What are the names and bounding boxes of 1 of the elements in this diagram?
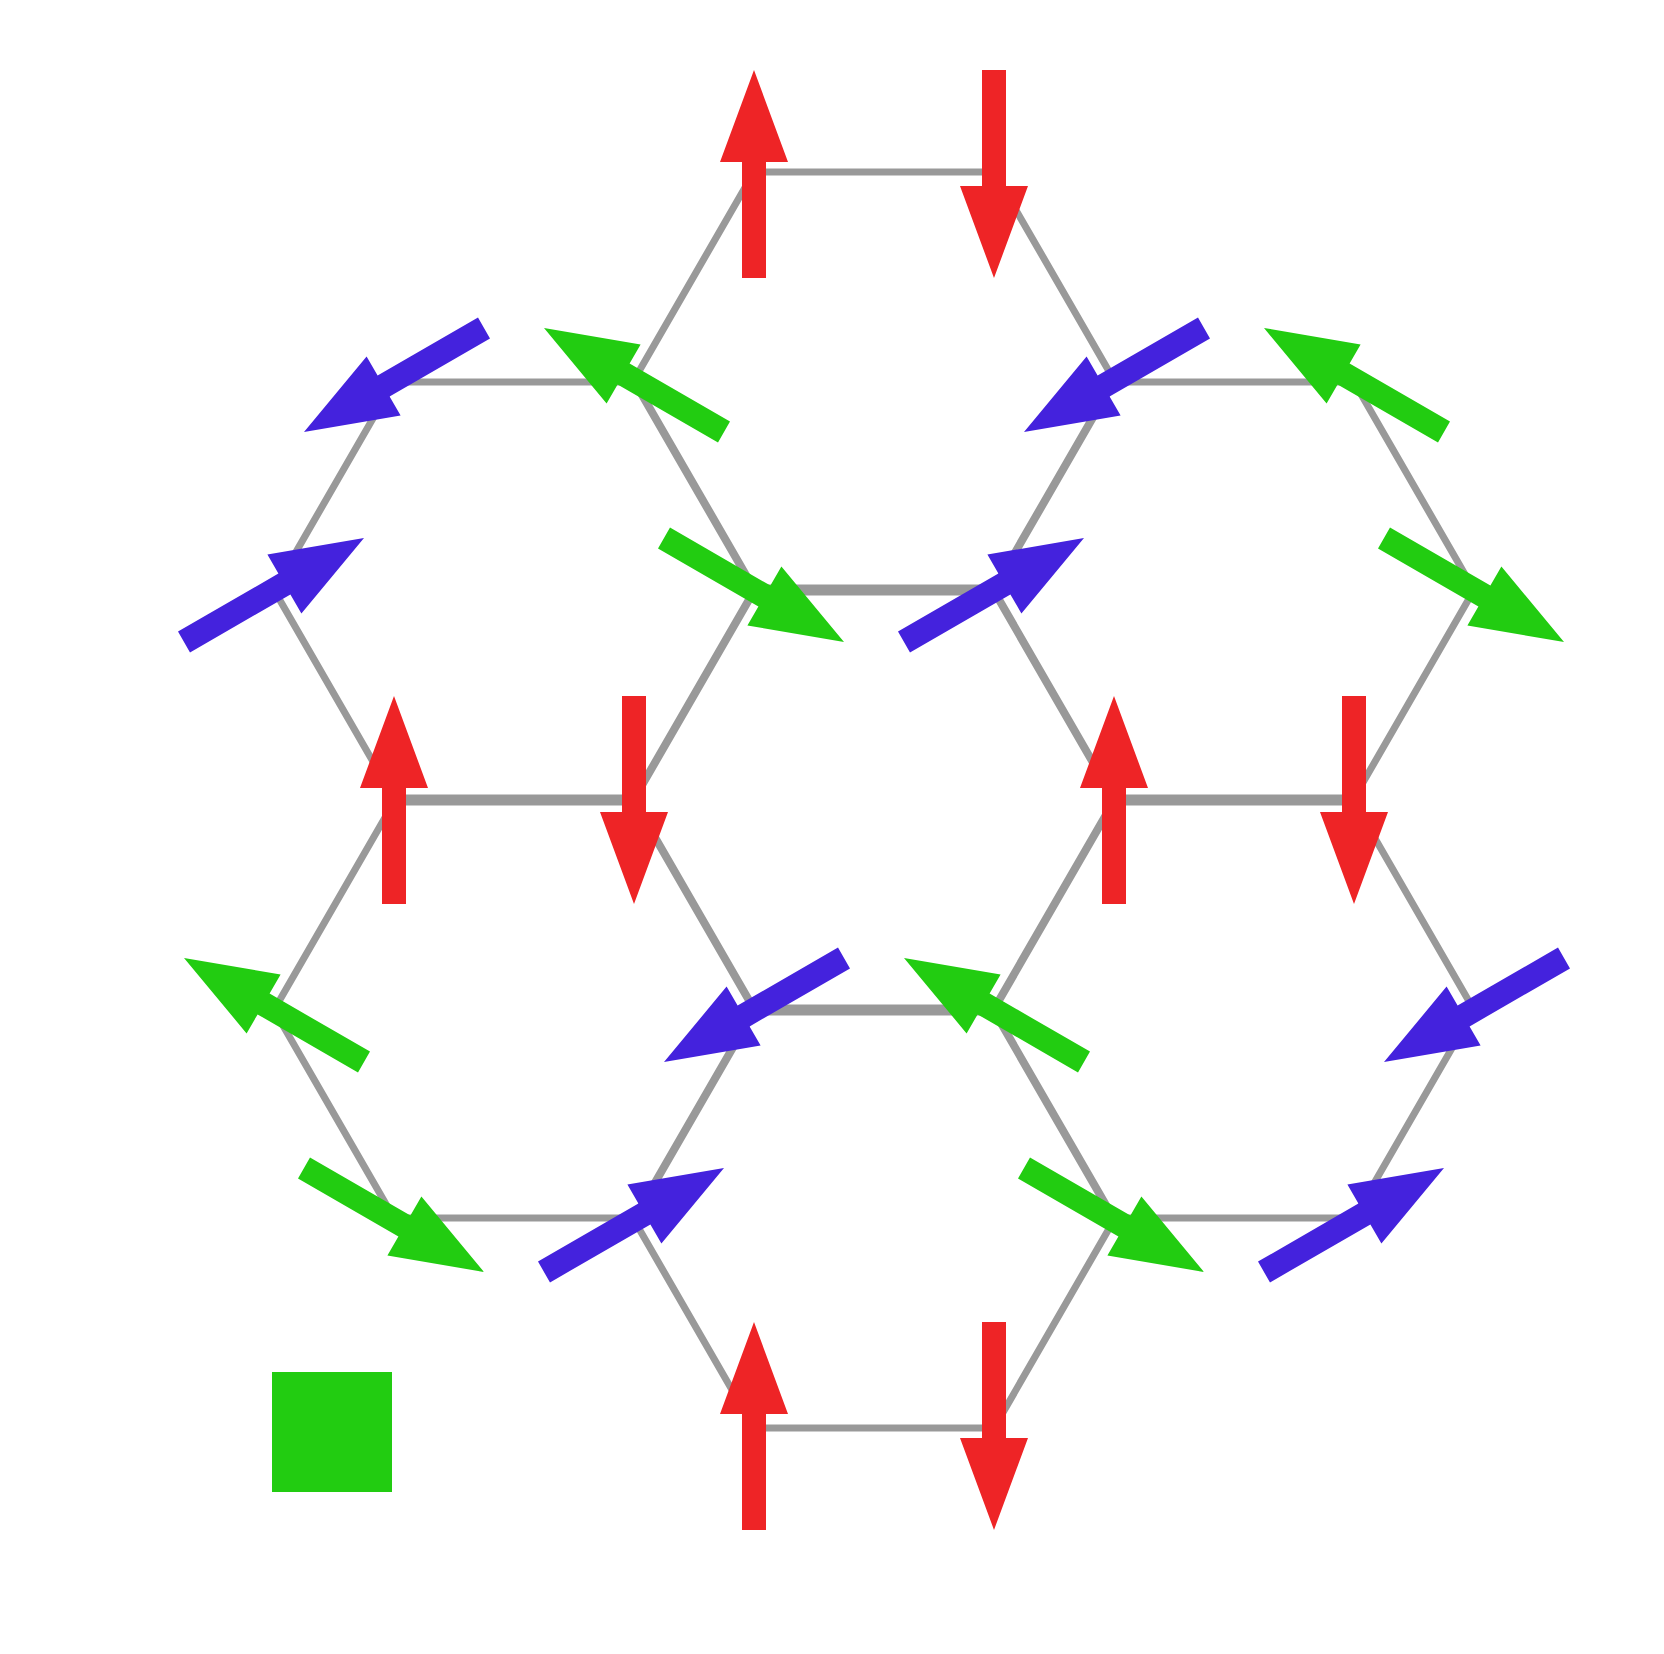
- square: [272, 1372, 392, 1492]
